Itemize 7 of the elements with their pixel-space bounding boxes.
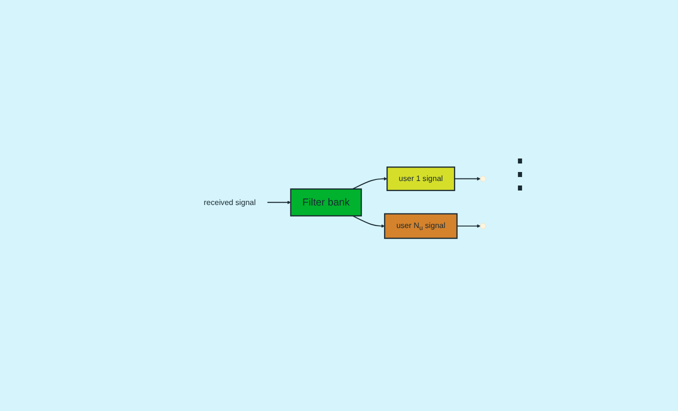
arrow: [352, 177, 388, 190]
node-box: Filter bank: [290, 188, 362, 217]
arrow: [456, 224, 481, 228]
arrow: [454, 177, 481, 181]
arrow: [352, 216, 385, 228]
arrow: [266, 201, 291, 204]
ellipsis-mark: ⋮: [500, 152, 540, 196]
